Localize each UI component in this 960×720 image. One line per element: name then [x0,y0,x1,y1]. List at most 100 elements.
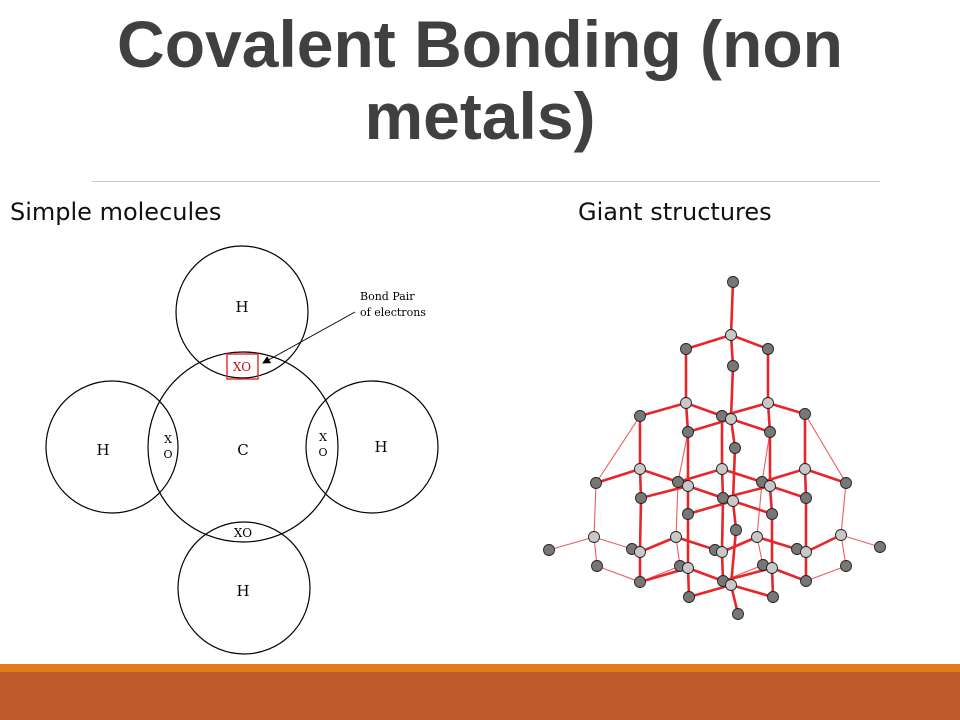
lattice-bond [684,401,724,418]
bond-pair-highlight-box [226,353,259,380]
carbon-atom-light [682,480,694,492]
carbon-atom-dark [874,541,886,553]
hydrogen-shell-left [45,380,179,514]
carbon-atom-dark [672,476,684,488]
lattice-bond [804,413,847,484]
carbon-atom-light [727,495,739,507]
lattice-bond [638,535,678,554]
simple-molecules-heading: Simple molecules [10,198,222,226]
carbon-atom-dark [800,575,812,587]
carbon-atom-light [725,413,737,425]
carbon-atom-dark [591,560,603,572]
carbon-atom-dark [732,608,744,620]
lattice-bond [675,481,679,538]
bond-pair-right-o: O [318,446,327,459]
lattice-bond [731,499,774,516]
lattice-bond [731,446,737,503]
carbon-atom-dark [764,426,776,438]
giant-structures-heading: Giant structures [578,198,772,226]
atom-label-c-center: C [237,441,248,459]
lattice-bond [768,484,808,500]
methane-diagram [45,245,439,655]
lattice-bond [761,431,771,483]
lattice-bond [770,566,808,583]
lattice-bond [686,484,725,500]
callout-arrow [262,311,356,364]
carbon-atom-light [634,463,646,475]
title-divider [92,181,880,182]
carbon-atom-dark [683,591,695,603]
bond-pair-left-x: X [164,433,172,446]
footer-bar [0,672,960,720]
lattice-bond [840,482,847,536]
lattice-bond [803,467,848,485]
carbon-atom-light [670,531,682,543]
carbon-atom-dark [800,492,812,504]
bond-pair-right-x: X [319,431,327,444]
lattice-bond [720,496,725,554]
lattice-bond [677,431,689,483]
footer-accent-strip [0,664,960,672]
carbon-atom-light [751,531,763,543]
lattice-bond [729,528,738,587]
lattice-bond [687,583,733,599]
carbon-atom-light [716,546,728,558]
slide-title: Covalent Bonding (non metals) [117,7,843,153]
carbon-atom-dark [766,508,778,520]
lattice-bond [684,333,733,351]
lattice-bond [804,533,843,554]
carbon-atom-light [716,463,728,475]
lattice-bond [638,496,643,554]
lattice-bond [686,566,725,583]
carbon-atom-dark [727,276,739,288]
lattice-bond [638,467,680,484]
carbon-atom-dark [727,360,739,372]
lattice-bond [594,467,642,485]
lattice-bond [720,535,759,554]
lattice-bond [729,280,735,337]
diamond-lattice [543,276,886,620]
lattice-bond [760,467,807,484]
hydrogen-shell-right [305,380,439,514]
lattice-bond [729,417,772,434]
carbon-atom-light [800,546,812,558]
lattice-bond [593,482,597,538]
carbon-atom-dark [543,544,555,556]
bond-pair-left-o: O [163,448,172,461]
carbon-atom-dark [634,410,646,422]
lattice-bond [676,467,724,484]
carbon-atom-light [588,531,600,543]
lattice-bond [593,536,633,550]
carbon-atom-dark [730,524,742,536]
carbon-atom-dark [634,576,646,588]
lattice-bond [840,534,881,548]
carbon-atom-dark [840,477,852,489]
lattice-bond [729,583,775,599]
atom-label-h-left: H [96,441,109,459]
carbon-atom-light [762,397,774,409]
lattice-bond [720,467,764,484]
lattice-bond [766,401,807,416]
carbon-atom-dark [767,591,779,603]
carbon-shell [147,351,339,543]
carbon-atom-light [764,480,776,492]
atom-label-h-top: H [235,298,248,316]
carbon-atom-dark [762,343,774,355]
carbon-atom-dark [840,560,852,572]
carbon-atom-light [835,529,847,541]
carbon-atom-light [680,397,692,409]
lattice-bond [729,364,735,421]
carbon-atom-dark [682,508,694,520]
hydrogen-shell-top [175,245,309,379]
lattice-bond [805,565,847,582]
lattice-bond [639,484,690,500]
hydrogen-shell-bottom [177,521,311,655]
carbon-atom-light [725,579,737,591]
carbon-atom-light [766,562,778,574]
atom-label-h-right: H [374,438,387,456]
carbon-atom-light [725,329,737,341]
carbon-atom-light [634,546,646,558]
carbon-atom-dark [590,477,602,489]
callout-text-line2: of electrons [360,306,426,319]
